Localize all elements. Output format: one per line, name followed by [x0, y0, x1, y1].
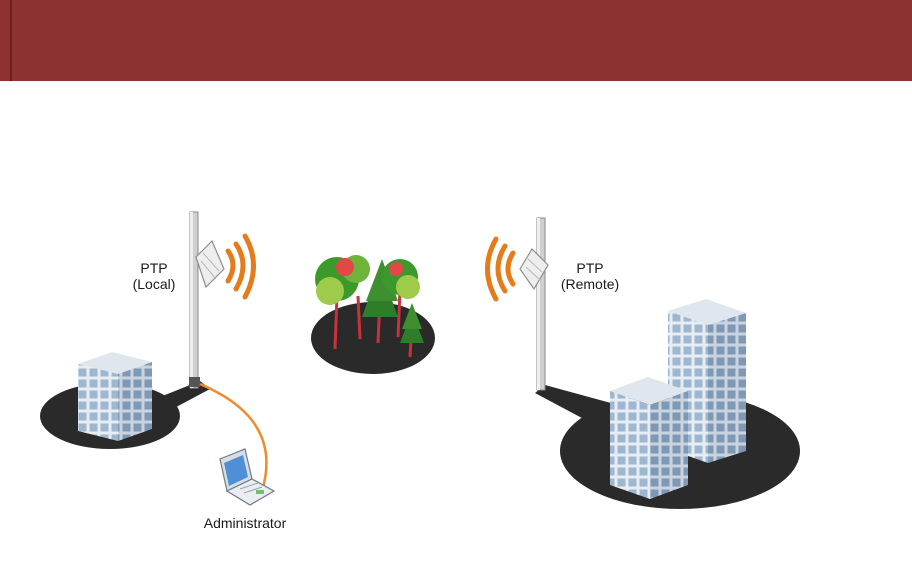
remote-short-building — [610, 377, 688, 499]
local-node-role: (Local) — [124, 276, 184, 292]
local-building — [78, 352, 152, 441]
local-site — [40, 352, 210, 449]
diagram-svg — [0, 81, 912, 582]
header-edge — [10, 0, 12, 81]
remote-antenna-mast — [537, 218, 545, 390]
administrator-label: Administrator — [185, 515, 305, 531]
remote-node-role: (Remote) — [550, 276, 630, 292]
local-node-label: PTP (Local) — [124, 260, 184, 292]
local-antenna-panel — [196, 241, 224, 287]
remote-signal-waves — [488, 239, 514, 299]
header-bar — [0, 0, 912, 81]
local-antenna-mast — [189, 212, 200, 388]
local-node-name: PTP — [124, 260, 184, 276]
remote-node-label: PTP (Remote) — [550, 260, 630, 292]
trees-obstacle — [311, 255, 435, 374]
remote-node-name: PTP — [550, 260, 630, 276]
network-diagram: PTP (Local) PTP (Remote) Administrator — [0, 81, 912, 582]
local-signal-waves — [228, 236, 254, 297]
